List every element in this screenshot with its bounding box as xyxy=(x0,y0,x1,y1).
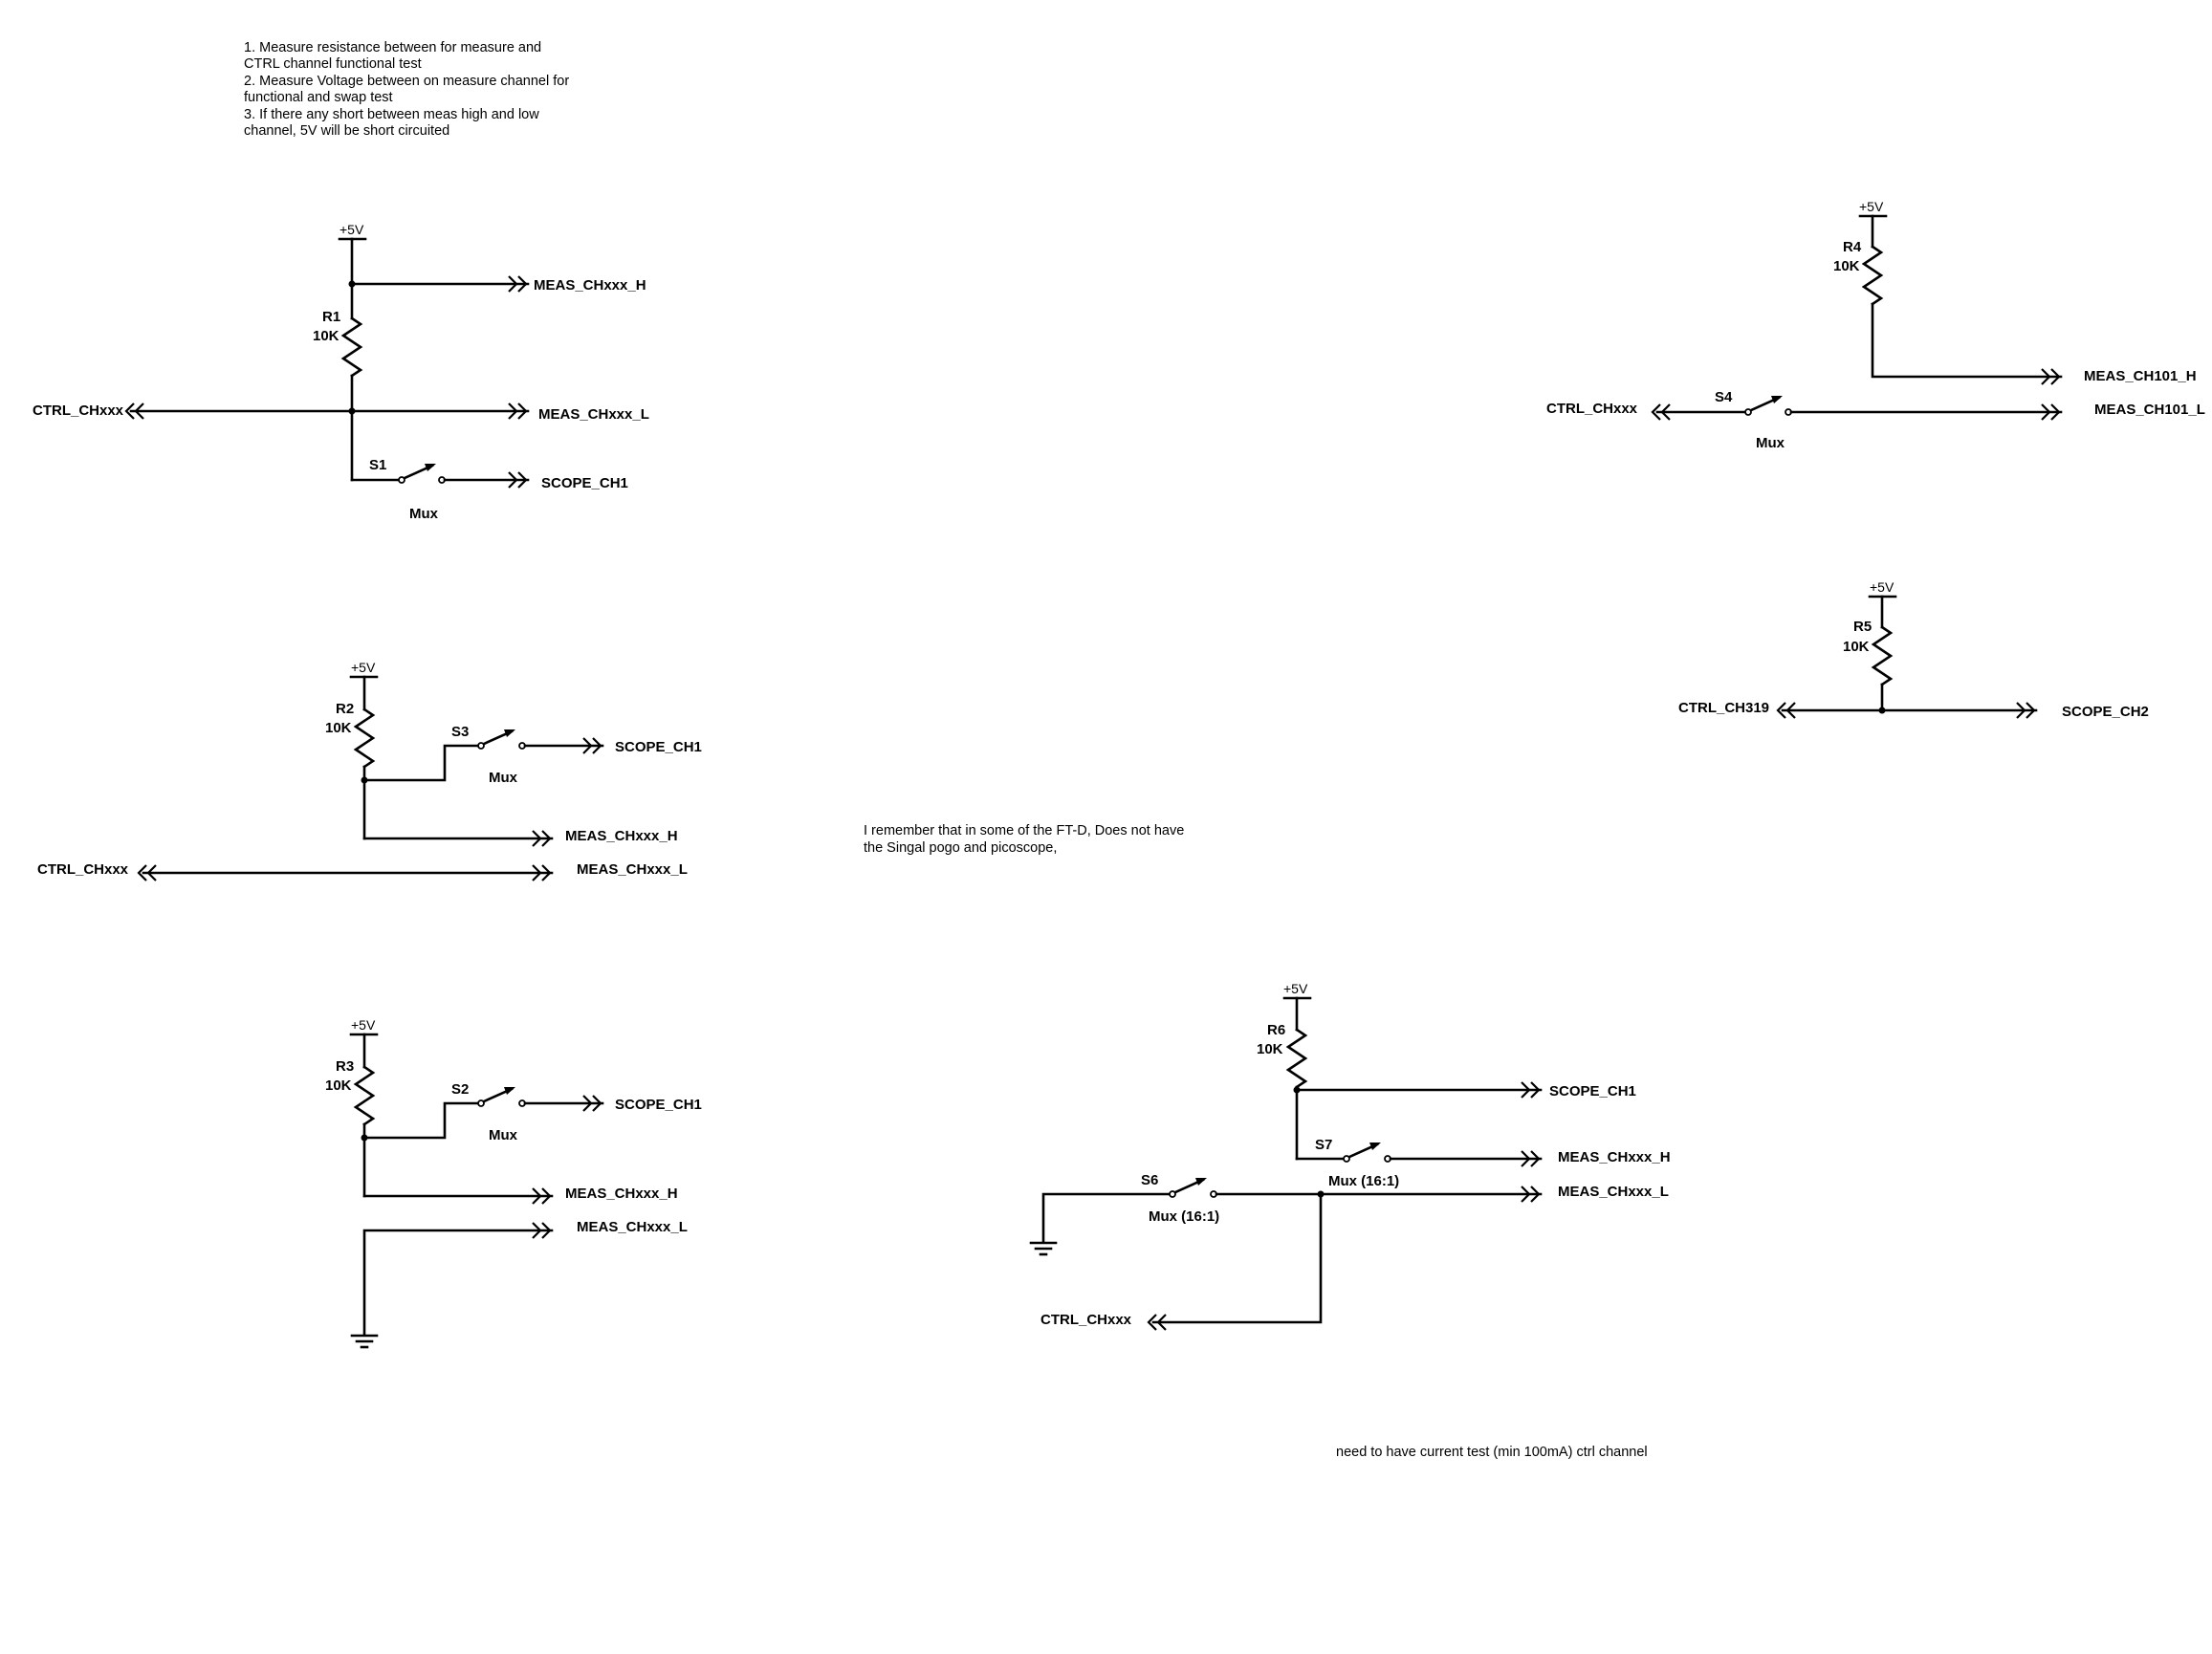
wire xyxy=(1041,1192,1172,1243)
net-label-scope: SCOPE_CH1 xyxy=(615,739,702,755)
note-line-3: 2. Measure Voltage between on measure ch… xyxy=(244,74,569,89)
resistor-ref: R3 xyxy=(336,1058,354,1075)
wire xyxy=(362,744,481,782)
wire xyxy=(362,1229,554,1336)
circuit-6: +5V R6 10K SCOPE_CH1 S7 Mux (16:1) MEAS_… xyxy=(1029,981,1671,1332)
wire xyxy=(362,1101,481,1140)
ground-icon xyxy=(350,1334,379,1349)
switch-arrow xyxy=(1771,396,1783,403)
switch-ref-s6: S6 xyxy=(1141,1172,1158,1188)
ground-icon xyxy=(1029,1241,1058,1256)
switch-pin xyxy=(1744,408,1752,416)
resistor-ref: R4 xyxy=(1843,239,1862,255)
resistor-value: 10K xyxy=(325,1077,352,1094)
junction xyxy=(348,407,356,415)
net-label-meas-h: MEAS_CH101_H xyxy=(2084,368,2197,384)
resistor-symbol xyxy=(1285,1028,1308,1089)
switch-label-s7: Mux (16:1) xyxy=(1328,1173,1399,1189)
note-bottom: need to have current test (min 100mA) ct… xyxy=(1336,1445,1648,1460)
switch-label: Mux xyxy=(489,770,518,786)
resistor-value: 10K xyxy=(1843,639,1870,655)
switch-arrow xyxy=(504,1087,515,1095)
switch-ref: S3 xyxy=(451,724,469,740)
net-label-meas-h: MEAS_CHxxx_H xyxy=(1558,1149,1671,1165)
resistor-symbol xyxy=(1861,245,1884,306)
net-label-meas-h: MEAS_CHxxx_H xyxy=(565,1186,678,1202)
resistor-symbol xyxy=(353,707,376,769)
switch-ref-s7: S7 xyxy=(1315,1137,1332,1153)
power-label: +5V xyxy=(1859,199,1884,214)
switch-pin xyxy=(1169,1190,1176,1198)
circuit-1: +5V MEAS_CHxxx_H R1 10K CTRL_CHxxx MEAS_… xyxy=(33,222,649,522)
circuit-5: +5V R5 10K CTRL_CH319 SCOPE_CH2 xyxy=(1678,579,2149,720)
note-middle-line-1: I remember that in some of the FT-D, Doe… xyxy=(864,823,1184,838)
resistor-symbol xyxy=(340,316,363,378)
net-label-meas-h: MEAS_CHxxx_H xyxy=(534,277,646,294)
power-label: +5V xyxy=(339,222,364,237)
net-label-meas-h: MEAS_CHxxx_H xyxy=(565,828,678,844)
net-label-ctrl: CTRL_CHxxx xyxy=(33,403,124,419)
circuit-3: +5V R3 10K S2 Mux SCOPE_CH1 MEAS_CHxxx_H… xyxy=(325,1017,702,1349)
switch-arrow xyxy=(1369,1143,1381,1150)
switch-label-s6: Mux (16:1) xyxy=(1149,1208,1219,1225)
resistor-ref: R5 xyxy=(1853,619,1872,635)
switch-ref: S4 xyxy=(1715,389,1733,405)
net-label-meas-l: MEAS_CHxxx_L xyxy=(1558,1184,1669,1200)
resistor-value: 10K xyxy=(1257,1041,1283,1057)
net-label-scope: SCOPE_CH2 xyxy=(2062,704,2149,720)
net-label-scope: SCOPE_CH1 xyxy=(541,475,628,491)
switch-pin xyxy=(477,1099,485,1107)
net-label-meas-l: MEAS_CHxxx_L xyxy=(577,861,688,878)
switch-arrow xyxy=(504,729,515,737)
switch-pin xyxy=(1343,1155,1350,1163)
switch-arrow xyxy=(425,464,436,471)
switch-label: Mux xyxy=(409,506,439,522)
resistor-symbol xyxy=(353,1065,376,1126)
junction xyxy=(1878,707,1886,714)
note-line-2: CTRL channel functional test xyxy=(244,56,422,72)
resistor-value: 10K xyxy=(313,328,339,344)
notes-top: 1. Measure resistance between for measur… xyxy=(244,40,569,139)
net-label-ctrl: CTRL_CHxxx xyxy=(1040,1312,1132,1328)
switch-ref: S1 xyxy=(369,457,386,473)
switch-label: Mux xyxy=(489,1127,518,1143)
resistor-symbol xyxy=(1871,625,1894,686)
switch-pin xyxy=(398,476,405,484)
notes-middle: I remember that in some of the FT-D, Doe… xyxy=(864,823,1184,856)
power-label: +5V xyxy=(1870,579,1894,595)
net-label-ctrl: CTRL_CHxxx xyxy=(1546,401,1638,417)
net-label-ctrl: CTRL_CH319 xyxy=(1678,700,1769,716)
note-line-4: functional and swap test xyxy=(244,90,393,105)
circuit-4: +5V R4 10K MEAS_CH101_H CTRL_CHxxx S4 Mu… xyxy=(1546,199,2205,451)
resistor-value: 10K xyxy=(1833,258,1860,274)
note-middle-line-2: the Singal pogo and picoscope, xyxy=(864,840,1057,856)
wire xyxy=(1151,1192,1323,1324)
resistor-ref: R1 xyxy=(322,309,340,325)
wire xyxy=(1871,302,2063,379)
switch-pin xyxy=(477,742,485,750)
switch-ref: S2 xyxy=(451,1081,469,1098)
note-line-5: 3. If there any short between meas high … xyxy=(244,107,539,122)
net-label-meas-l: MEAS_CHxxx_L xyxy=(538,406,649,423)
net-label-scope: SCOPE_CH1 xyxy=(1549,1083,1636,1099)
resistor-ref: R6 xyxy=(1267,1022,1285,1038)
resistor-ref: R2 xyxy=(336,701,354,717)
power-label: +5V xyxy=(1283,981,1308,996)
note-line-1: 1. Measure resistance between for measur… xyxy=(244,40,541,55)
net-label-meas-l: MEAS_CH101_L xyxy=(2094,402,2205,418)
power-label: +5V xyxy=(351,660,376,675)
resistor-value: 10K xyxy=(325,720,352,736)
circuit-2: +5V R2 10K S3 Mux SCOPE_CH1 MEAS_CHxxx_H… xyxy=(37,660,702,882)
net-label-ctrl: CTRL_CHxxx xyxy=(37,861,129,878)
power-label: +5V xyxy=(351,1017,376,1033)
net-label-meas-l: MEAS_CHxxx_L xyxy=(577,1219,688,1235)
switch-label: Mux xyxy=(1756,435,1785,451)
switch-arrow xyxy=(1195,1178,1207,1186)
note-line-6: channel, 5V will be short circuited xyxy=(244,123,449,139)
net-label-scope: SCOPE_CH1 xyxy=(615,1097,702,1113)
